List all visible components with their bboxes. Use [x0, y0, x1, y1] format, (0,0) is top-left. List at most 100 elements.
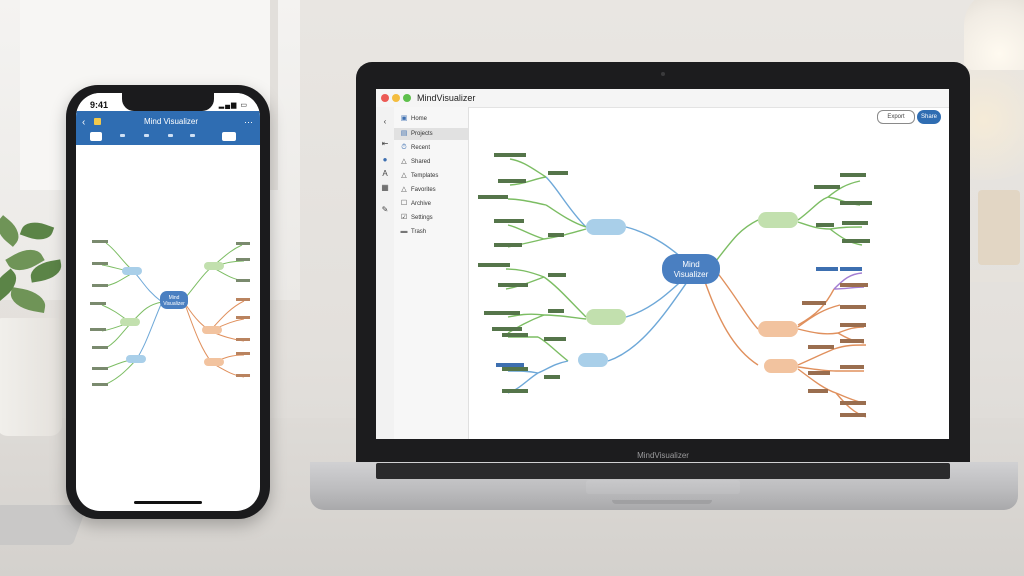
leaf-label	[502, 389, 528, 393]
back-icon[interactable]: ‹	[383, 117, 387, 126]
done-button[interactable]	[222, 132, 236, 141]
leaf-label	[236, 298, 250, 301]
title-bar: MindVisualizer	[376, 89, 949, 108]
sidebar-item-trash[interactable]: ▬Trash	[394, 226, 468, 238]
home-icon: ▣	[400, 115, 408, 122]
leaf-label	[840, 339, 864, 343]
grid-icon[interactable]: ▦	[381, 183, 389, 192]
mindmap-branch	[185, 266, 213, 298]
leaf-label	[236, 279, 250, 282]
sidebar-item-shared[interactable]: △Shared	[394, 156, 468, 168]
laptop-camera	[661, 72, 665, 76]
tool-dot[interactable]	[144, 134, 149, 137]
font-icon[interactable]: A	[382, 169, 388, 178]
mindmap-canvas[interactable]: Mind Visualizer	[468, 109, 949, 439]
mindmap-node[interactable]	[758, 212, 798, 228]
leaf-label	[842, 221, 868, 225]
mindmap-branch	[543, 314, 587, 320]
undo-button[interactable]	[90, 132, 102, 141]
leaf-label	[544, 375, 560, 379]
sidebar-item-favorites[interactable]: △Favorites	[394, 184, 468, 196]
mindmap-node[interactable]	[578, 353, 608, 367]
leaf-label	[498, 283, 528, 287]
leaf-label	[840, 283, 868, 287]
mindmap-branch	[545, 176, 587, 228]
leaf-label	[840, 305, 866, 309]
leaf-label	[802, 301, 826, 305]
leaf-label	[494, 219, 524, 223]
mindmap-branch	[833, 344, 867, 350]
leaf-label	[478, 263, 510, 267]
mindmap-node[interactable]	[122, 267, 142, 275]
mindmap-node[interactable]	[126, 355, 146, 363]
mindmap-node[interactable]	[586, 309, 626, 325]
central-node-label: Mind	[169, 295, 180, 301]
sidebar-item-recent[interactable]: ⏱Recent	[394, 142, 468, 154]
leaf-label	[808, 389, 828, 393]
leaf-label	[494, 243, 522, 247]
central-node-label: Visualizer	[163, 301, 185, 307]
leaf-label	[840, 173, 866, 177]
sidebar-item-settings[interactable]: ☑Settings	[394, 212, 468, 224]
mindmap-node[interactable]	[586, 219, 626, 235]
clock-icon: ⏱	[401, 144, 407, 151]
central-node[interactable]	[160, 291, 188, 309]
mindmap-branch	[505, 268, 545, 278]
sidebar-item-templates[interactable]: △Templates	[394, 170, 468, 182]
leaf-label	[840, 413, 866, 417]
leaf-label	[502, 367, 528, 371]
folder-icon[interactable]	[94, 118, 101, 125]
export-button[interactable]: Export	[877, 110, 915, 124]
leaf-label	[494, 153, 526, 157]
mindmap-branch	[537, 360, 569, 374]
leaf-label	[478, 195, 508, 199]
tool-dot[interactable]	[120, 134, 125, 137]
plant-pot	[0, 318, 62, 436]
tool-dot[interactable]	[190, 134, 195, 137]
folder-icon: ▤	[400, 130, 408, 137]
pen-icon[interactable]: ✎	[381, 205, 389, 214]
mindmap-node[interactable]	[764, 359, 798, 373]
close-window-button[interactable]	[381, 94, 389, 102]
collapse-icon[interactable]: ⇤	[381, 139, 389, 148]
sidebar-item-archive[interactable]: ☐Archive	[394, 198, 468, 210]
phone-notch	[122, 93, 214, 111]
leaf-label	[92, 262, 108, 265]
leaf-label	[236, 242, 250, 245]
leaf-label	[236, 374, 250, 377]
globe-icon[interactable]: ●	[382, 155, 388, 164]
leaf-label	[484, 311, 520, 315]
mindmap-node[interactable]	[202, 326, 222, 334]
central-node[interactable]	[662, 254, 720, 284]
laptop-brand-label: MindVisualizer	[637, 451, 689, 460]
leaf-label	[92, 284, 108, 287]
laptop-trackpad[interactable]	[586, 480, 740, 494]
share-button[interactable]: Share	[917, 110, 941, 124]
signal-battery-icon: ▂▄▆ ▭	[218, 102, 248, 109]
leaf-label	[236, 352, 250, 355]
more-icon[interactable]: ⋯	[244, 117, 253, 127]
minimize-window-button[interactable]	[392, 94, 400, 102]
sidebar-item-projects[interactable]: ▤Projects	[394, 128, 468, 140]
mindmap-branch	[509, 176, 547, 186]
back-icon[interactable]: ‹	[82, 117, 86, 128]
mindmap-node[interactable]	[758, 321, 798, 337]
leaf-label	[548, 273, 566, 277]
mindmap-branch	[507, 224, 545, 240]
status-time: 9:41	[90, 100, 109, 110]
mindmap-branch	[715, 270, 759, 330]
mindmap-node[interactable]	[204, 358, 224, 366]
central-node-label: Visualizer	[674, 270, 709, 279]
maximize-window-button[interactable]	[403, 94, 411, 102]
mindmap-branch	[543, 276, 587, 318]
mindmap-node[interactable]	[204, 262, 224, 270]
central-node-label: Mind	[682, 260, 699, 269]
mindmap-branch	[703, 278, 759, 366]
mindmap-branch	[797, 366, 837, 372]
phone-toolbar	[76, 129, 260, 145]
tool-dot[interactable]	[168, 134, 173, 137]
home-indicator	[134, 501, 202, 504]
square-icon: ☑	[400, 214, 408, 221]
mindmap-node[interactable]	[120, 318, 140, 326]
mindmap-branch	[797, 348, 835, 366]
